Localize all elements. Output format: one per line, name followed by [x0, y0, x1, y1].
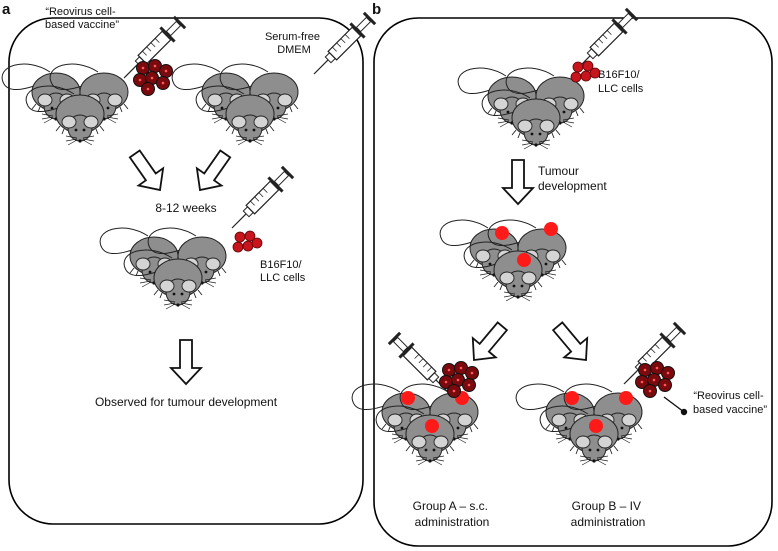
panel-b-group-b-tumour-2 [619, 391, 633, 405]
panel-a-frame [8, 17, 364, 525]
panel-a-challenge-syringe-icon [224, 163, 297, 236]
panel-b-group-a-tumour-1 [401, 391, 415, 405]
panel-a-arrow-down [170, 339, 202, 385]
panel-b-group-a-tumour-3 [425, 419, 439, 433]
panel-b-group-b-tumour-3 [589, 419, 603, 433]
panel-a-outcome-label: Observed for tumour development [95, 395, 278, 409]
panel-a-challenge-label: B16F10/ LLC cells [260, 259, 306, 284]
panel-a-reovirus-cells-icon [133, 59, 173, 96]
panel-b-vaccine-label: “Reovirus cell- based vaccine” [693, 390, 767, 416]
panel-a-arrow-right [186, 144, 239, 200]
panel-b-frame [373, 17, 773, 547]
panel-a-control-label: Serum-free DMEM [265, 31, 323, 56]
panel-b-group-b-label: Group B – IV administration [571, 499, 646, 529]
panel-a-interval-label: 8-12 weeks [155, 201, 216, 215]
panel-b-arrow-right [545, 315, 599, 371]
panel-a-vaccine-mouse-group [2, 64, 128, 145]
panel-b-pointer-line [663, 396, 685, 413]
panel-a-vaccine-label: “Reovirus cell- based vaccine” [45, 6, 119, 31]
panel-b-pointer-dot [680, 408, 688, 416]
panel-b-tumour-1 [495, 226, 509, 240]
panel-b-tumour-2 [544, 222, 558, 236]
panel-b-challenge-label: B16F10/ LLC cells [598, 69, 644, 95]
panel-a-tumour-cells-icon [232, 230, 263, 253]
panel-b-letter: b [372, 1, 381, 18]
panel-a-letter: a [2, 1, 11, 18]
panel-b-group-b-tumour-1 [565, 391, 579, 405]
panel-b-group-a-label: Group A – s.c. administration [413, 499, 492, 529]
panel-a-challenge-mouse-group [100, 228, 226, 309]
panel-b-tumour-3 [517, 253, 531, 267]
panel-b-challenge-mouse-group [458, 68, 584, 149]
panel-b-tumour-cells-icon [570, 60, 601, 83]
panel-b-arrow-down [502, 159, 534, 205]
panel-b-development-label: Tumour development [538, 164, 607, 193]
panel-a-control-syringe-icon [306, 9, 379, 82]
panel-a-arrow-left [121, 144, 174, 200]
panel-b-arrow-left [461, 315, 515, 371]
panel-a-control-mouse-group [172, 64, 298, 145]
panel-b-group-a-reovirus-cells-icon [439, 361, 479, 398]
panel-b-group-b-reovirus-cells-icon [635, 361, 675, 398]
